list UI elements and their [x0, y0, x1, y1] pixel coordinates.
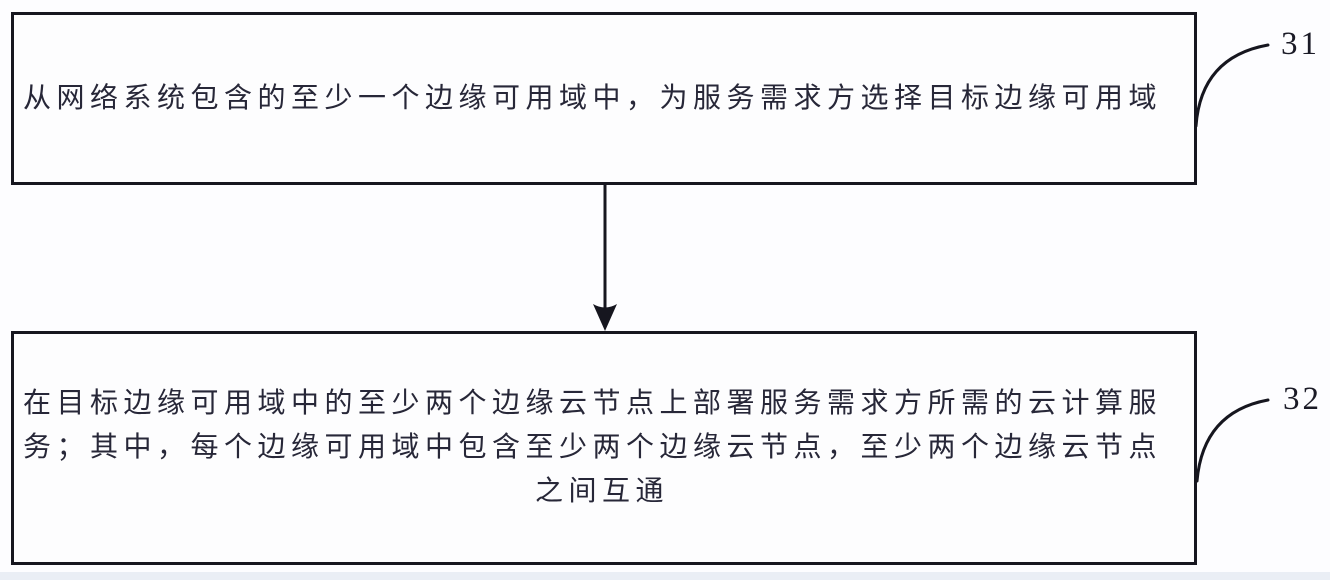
image-bottom-edge	[0, 572, 1330, 580]
step-31-text: 从网络系统包含的至少一个边缘可用域中，为服务需求方选择目标边缘可用域	[23, 82, 1163, 114]
step-box-31: 从网络系统包含的至少一个边缘可用域中，为服务需求方选择目标边缘可用域	[11, 12, 1197, 185]
step-32-text-line-2: 务；其中，每个边缘可用域中包含至少两个边缘云节点，至少两个边缘云节点	[23, 432, 1163, 463]
down-arrow-icon	[593, 185, 617, 331]
leader-line-31	[1194, 43, 1270, 128]
step-box-32: 在目标边缘可用域中的至少两个边缘云节点上部署服务需求方所需的云计算服 务；其中，…	[11, 331, 1197, 565]
reference-numeral-32: 32	[1283, 381, 1322, 417]
leader-line-32	[1195, 398, 1270, 483]
reference-numeral-31: 31	[1281, 26, 1320, 62]
step-32-text-line-1: 在目标边缘可用域中的至少两个边缘云节点上部署服务需求方所需的云计算服	[23, 388, 1163, 419]
step-32-text-line-3: 之间互通	[534, 476, 669, 507]
